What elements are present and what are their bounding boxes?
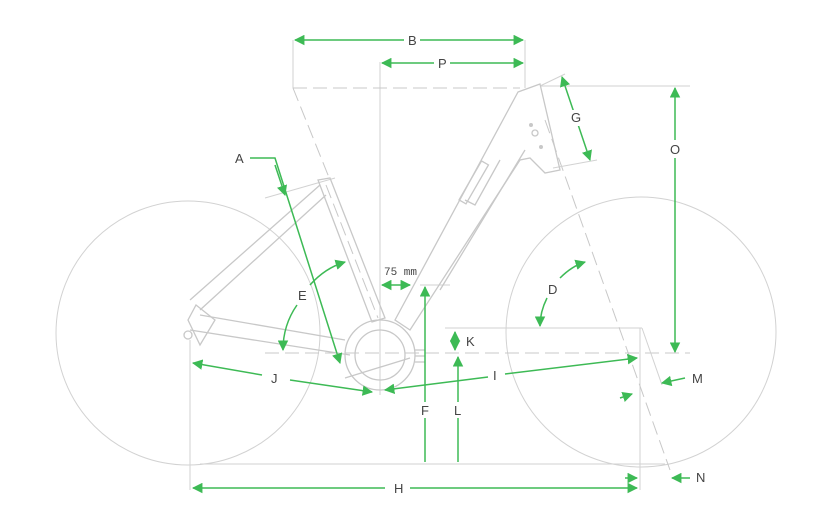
- offset-label: 75 mm: [384, 267, 417, 279]
- rear-wheel: [55, 200, 321, 466]
- label-P: P: [438, 56, 447, 71]
- dim-D: [559, 259, 587, 279]
- dim-A: [250, 157, 343, 365]
- front-wheel: [505, 196, 777, 468]
- label-O: O: [670, 142, 680, 157]
- label-F: F: [421, 403, 429, 418]
- label-M: M: [692, 371, 703, 386]
- dim-M: [660, 375, 686, 387]
- label-E: E: [298, 288, 307, 303]
- label-N: N: [696, 470, 705, 485]
- label-A: A: [235, 151, 244, 166]
- reference-lines: [189, 40, 690, 490]
- dim-J-right: [289, 379, 374, 396]
- label-J: J: [271, 371, 278, 386]
- dim-E-upper: [309, 259, 347, 286]
- dim-I-left: [383, 376, 489, 395]
- label-B: B: [408, 33, 417, 48]
- dim-J-left: [191, 359, 263, 376]
- dim-D-lower: [534, 297, 548, 328]
- label-K: K: [466, 334, 475, 349]
- dimension-lines: [191, 34, 690, 494]
- dim-E-lower: [277, 304, 298, 352]
- label-L: L: [454, 403, 461, 418]
- label-H: H: [394, 481, 403, 496]
- label-I: I: [493, 368, 497, 383]
- dim-I-right: [504, 353, 639, 375]
- label-D: D: [548, 282, 557, 297]
- label-G: G: [571, 110, 581, 125]
- bike-frame: [183, 83, 561, 391]
